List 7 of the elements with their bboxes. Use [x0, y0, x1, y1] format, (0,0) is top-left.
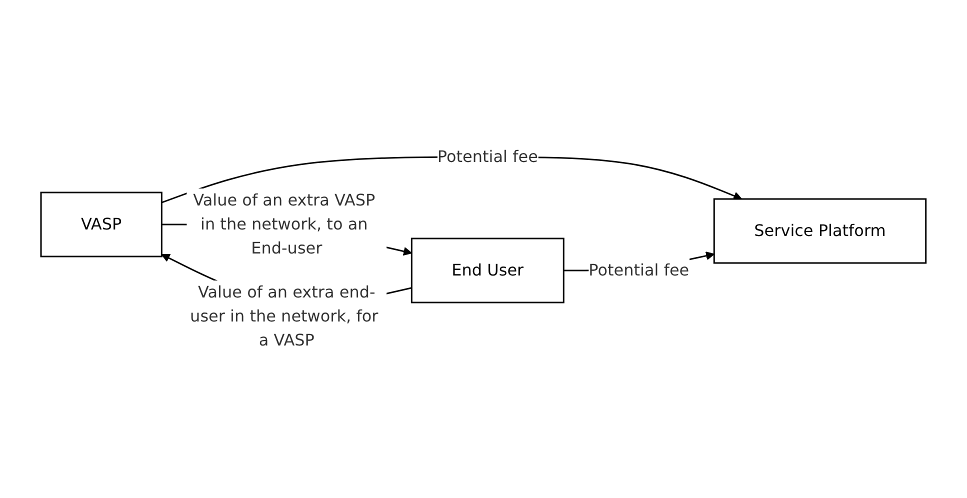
node-box: End User	[411, 238, 564, 304]
node-box: Service Platform	[713, 198, 927, 264]
edge-label: Value of an extra end-user in the network, for a VASP	[190, 282, 378, 350]
node-box: VASP	[40, 192, 162, 258]
edge-label: Potential fee	[588, 260, 690, 280]
edge-label: Potential fee	[437, 147, 538, 166]
edge-label: Value of an extra VASP in the network, to an End-user	[193, 190, 376, 258]
